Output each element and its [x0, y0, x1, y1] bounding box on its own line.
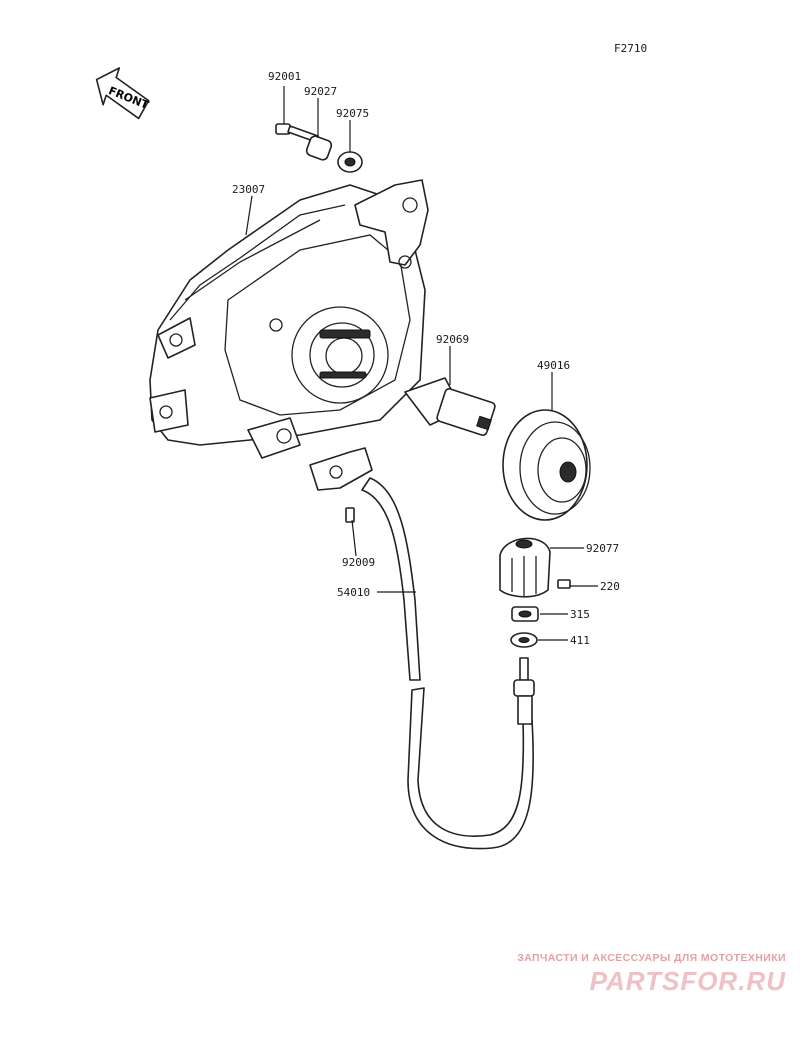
callout-92001: 92001 [268, 70, 301, 83]
callout-92069: 92069 [436, 333, 469, 346]
callout-92009: 92009 [342, 556, 375, 569]
screw-92009 [345, 507, 355, 523]
watermark-tagline: ЗАПЧАСТИ И АКСЕССУАРЫ ДЛЯ МОТОТЕХНИКИ [517, 952, 786, 964]
callout-92027: 92027 [304, 85, 337, 98]
front-arrow: FRONT [95, 67, 151, 120]
boot-92077 [499, 537, 551, 598]
callout-23007: 23007 [232, 183, 265, 196]
callout-315: 315 [570, 608, 590, 621]
nut-315 [511, 606, 539, 622]
callout-220: 220 [600, 580, 620, 593]
socket-cover-49016 [502, 409, 591, 521]
collar-92027 [305, 135, 333, 161]
headlight-housing [149, 179, 429, 459]
cable-end-fitting [513, 657, 535, 725]
callout-49016: 49016 [537, 359, 570, 372]
grommet-92075 [337, 151, 363, 173]
screw-220 [557, 579, 571, 589]
cable-54010 [361, 477, 534, 850]
callout-92077: 92077 [586, 542, 619, 555]
watermark-logo: PARTSFOR.RU [589, 966, 786, 996]
bulb-92069 [404, 377, 496, 436]
diagram-code: F2710 [614, 42, 647, 55]
callout-411: 411 [570, 634, 590, 647]
cable-clamp [309, 447, 373, 491]
washer-411 [510, 632, 538, 648]
callout-54010: 54010 [337, 586, 370, 599]
callout-92075: 92075 [336, 107, 369, 120]
